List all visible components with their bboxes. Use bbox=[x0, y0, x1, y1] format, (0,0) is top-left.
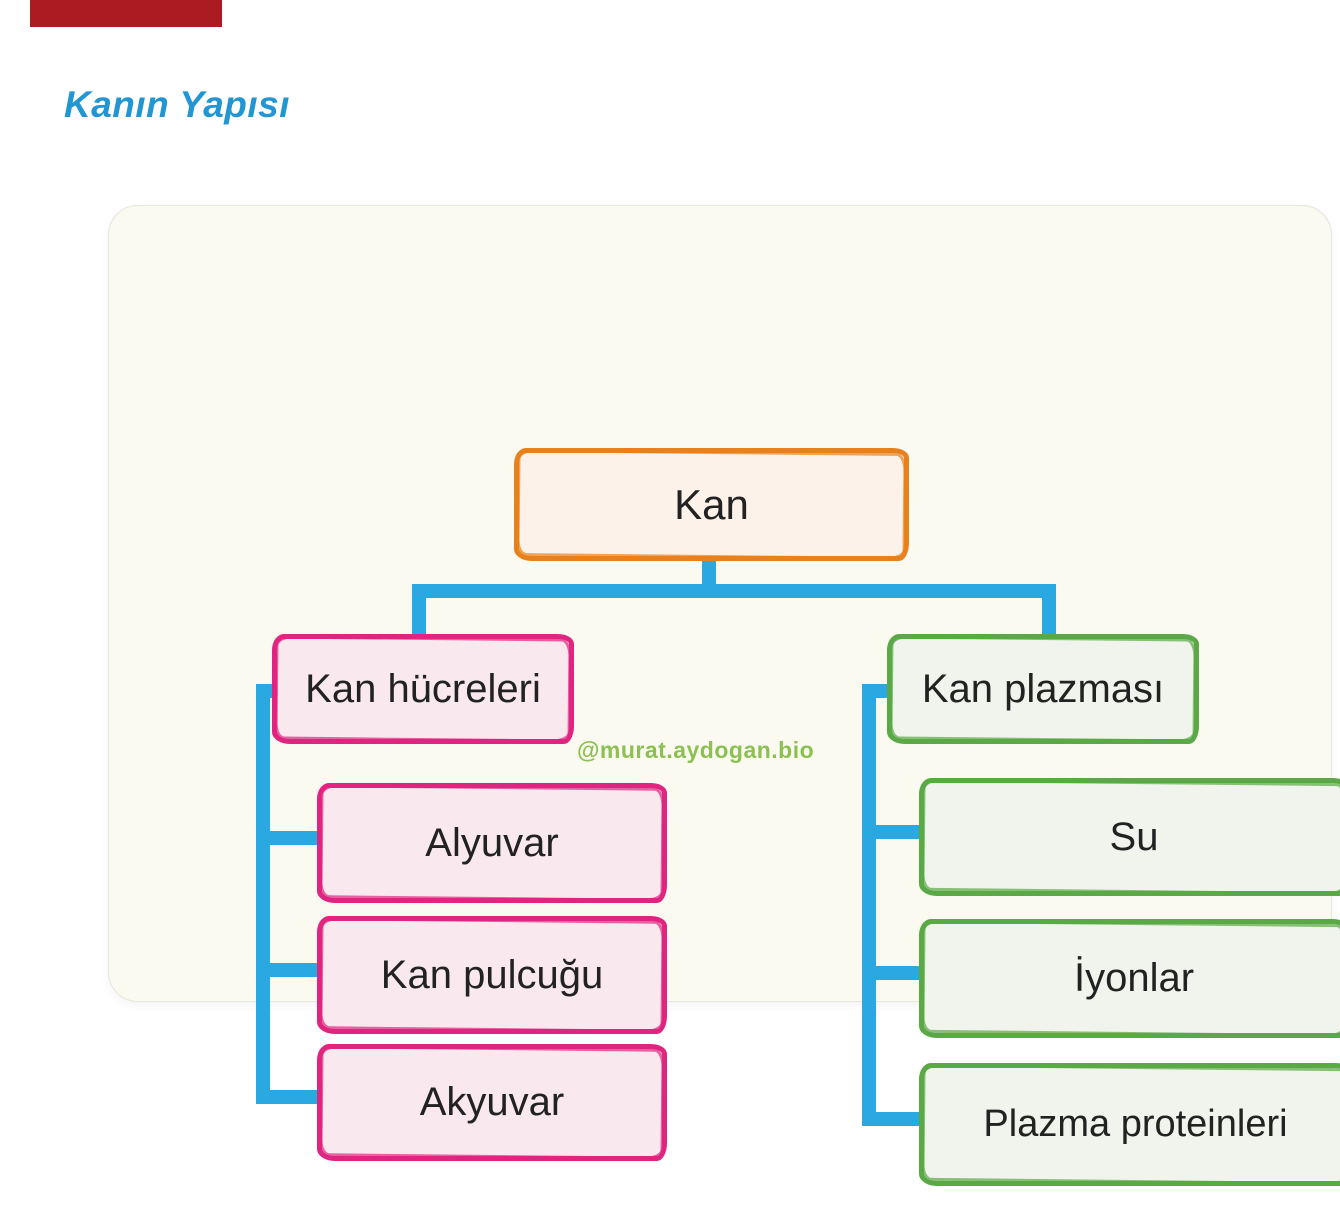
connector-right-trunk bbox=[862, 684, 876, 1126]
node-kan: Kan bbox=[514, 448, 909, 561]
connector-left-stub-alyuvar bbox=[256, 831, 326, 845]
connector-left-stub-kan-pulcugu bbox=[256, 963, 326, 977]
node-su: Su bbox=[919, 778, 1340, 896]
node-kan-pulcugu: Kan pulcuğu bbox=[317, 916, 667, 1034]
node-akyuvar-label: Akyuvar bbox=[419, 1080, 565, 1124]
node-kan-hucreleri: Kan hücreleri bbox=[272, 634, 574, 744]
node-iyonlar: İyonlar bbox=[919, 919, 1340, 1038]
node-kan-hucreleri-label: Kan hücreleri bbox=[305, 666, 541, 711]
node-kan-label: Kan bbox=[674, 480, 749, 528]
node-alyuvar-label: Alyuvar bbox=[425, 820, 559, 865]
node-kan-pulcugu-label: Kan pulcuğu bbox=[380, 952, 604, 997]
node-kan-plazmasi: Kan plazması bbox=[887, 634, 1199, 744]
page-title: Kanın Yapısı bbox=[64, 84, 291, 125]
connector-right-stub-branch bbox=[862, 684, 894, 698]
node-iyonlar-label: İyonlar bbox=[1073, 956, 1195, 1000]
connector-horizontal-bar bbox=[412, 584, 1056, 598]
connector-right-drop bbox=[1042, 584, 1056, 639]
node-akyuvar: Akyuvar bbox=[317, 1044, 667, 1161]
connector-left-drop bbox=[412, 584, 426, 639]
connector-left-trunk bbox=[256, 684, 270, 1104]
red-bar bbox=[30, 0, 222, 27]
connector-right-stub-iyonlar bbox=[862, 966, 928, 980]
connector-right-stub-su bbox=[862, 825, 928, 839]
node-plazma-proteinleri: Plazma proteinleri bbox=[919, 1063, 1340, 1186]
node-plazma-proteinleri-label: Plazma proteinleri bbox=[983, 1103, 1288, 1145]
node-kan-plazmasi-label: Kan plazması bbox=[921, 666, 1165, 711]
connector-left-stub-akyuvar bbox=[256, 1090, 326, 1104]
diagram-card: Kan Kan hücreleri Kan plazması Alyuvar K… bbox=[108, 205, 1340, 1186]
node-su-label: Su bbox=[1109, 814, 1159, 859]
watermark-inline: @murat.aydogan.bio bbox=[577, 737, 815, 763]
node-alyuvar: Alyuvar bbox=[317, 783, 667, 903]
